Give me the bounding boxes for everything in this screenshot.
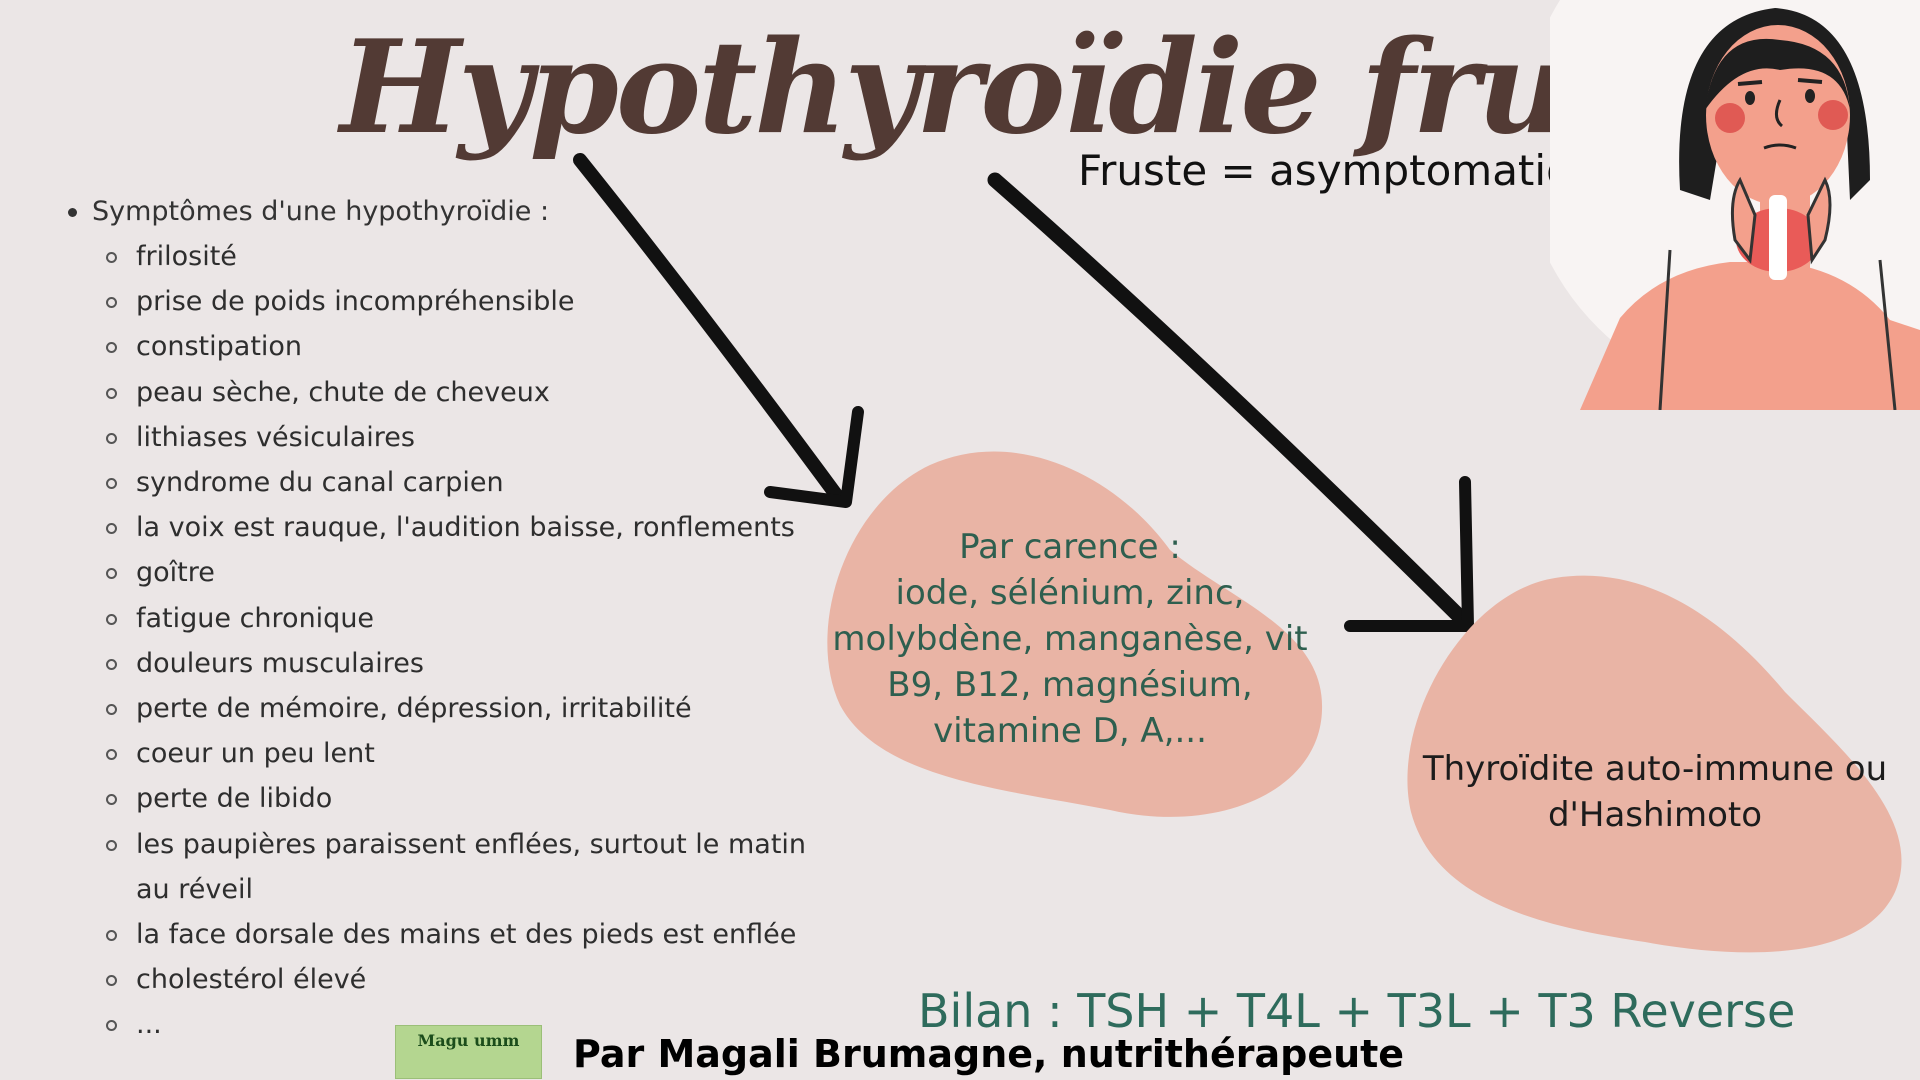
symptom-item: cholestérol élevé (106, 957, 822, 1002)
carence-line: Par carence : (959, 527, 1181, 567)
symptom-list: frilosité prise de poids incompréhensibl… (62, 234, 822, 1048)
carence-blob (827, 451, 1323, 817)
autoimmune-line: Thyroïdite auto-immune ou (1422, 749, 1888, 789)
carence-line: vitamine D, A,... (933, 711, 1207, 751)
symptom-item: fatigue chronique (106, 596, 822, 641)
page-title: Hypothyroïdie fruste (340, 13, 1774, 163)
magu-logo: Magu umm (395, 1025, 542, 1079)
symptom-item: perte de libido (106, 776, 822, 821)
symptom-item: la voix est rauque, l'audition baisse, r… (106, 505, 822, 550)
symptom-item: constipation (106, 324, 822, 369)
carence-line: B9, B12, magnésium, (887, 665, 1253, 705)
symptom-item: goître (106, 550, 822, 595)
carence-line: iode, sélénium, zinc, (895, 573, 1245, 613)
symptoms-heading: Symptômes d'une hypothyroïdie : (62, 190, 822, 234)
autoimmune-text: Thyroïdite auto-immune ou d'Hashimoto (1410, 746, 1900, 838)
symptom-item: la face dorsale des mains et des pieds e… (106, 912, 822, 957)
carence-text: Par carence : iode, sélénium, zinc, moly… (820, 524, 1320, 754)
symptoms-section: Symptômes d'une hypothyroïdie : frilosit… (62, 190, 822, 1048)
autoimmune-blob (1407, 575, 1902, 953)
symptom-item: perte de mémoire, dépression, irritabili… (106, 686, 822, 731)
subtitle: Fruste = asymptomatique (1078, 146, 1626, 195)
author-credit: Par Magali Brumagne, nutrithérapeute (573, 1032, 1405, 1076)
symptom-item: syndrome du canal carpien (106, 460, 822, 505)
woman-thyroid-illustration (1550, 0, 1920, 410)
symptom-item: les paupières paraissent enflées, surtou… (106, 822, 822, 912)
symptom-item: frilosité (106, 234, 822, 279)
symptom-item: lithiases vésiculaires (106, 415, 822, 460)
symptom-item: douleurs musculaires (106, 641, 822, 686)
carence-line: molybdène, manganèse, vit (832, 619, 1308, 659)
symptom-item: prise de poids incompréhensible (106, 279, 822, 324)
symptom-item: coeur un peu lent (106, 731, 822, 776)
symptom-item: peau sèche, chute de cheveux (106, 370, 822, 415)
symptom-item: ... (106, 1002, 822, 1047)
bilan-text: Bilan : TSH + T4L + T3L + T3 Reverse (918, 984, 1796, 1038)
autoimmune-line: d'Hashimoto (1547, 795, 1763, 835)
logo-text: Magu umm (417, 1031, 520, 1050)
